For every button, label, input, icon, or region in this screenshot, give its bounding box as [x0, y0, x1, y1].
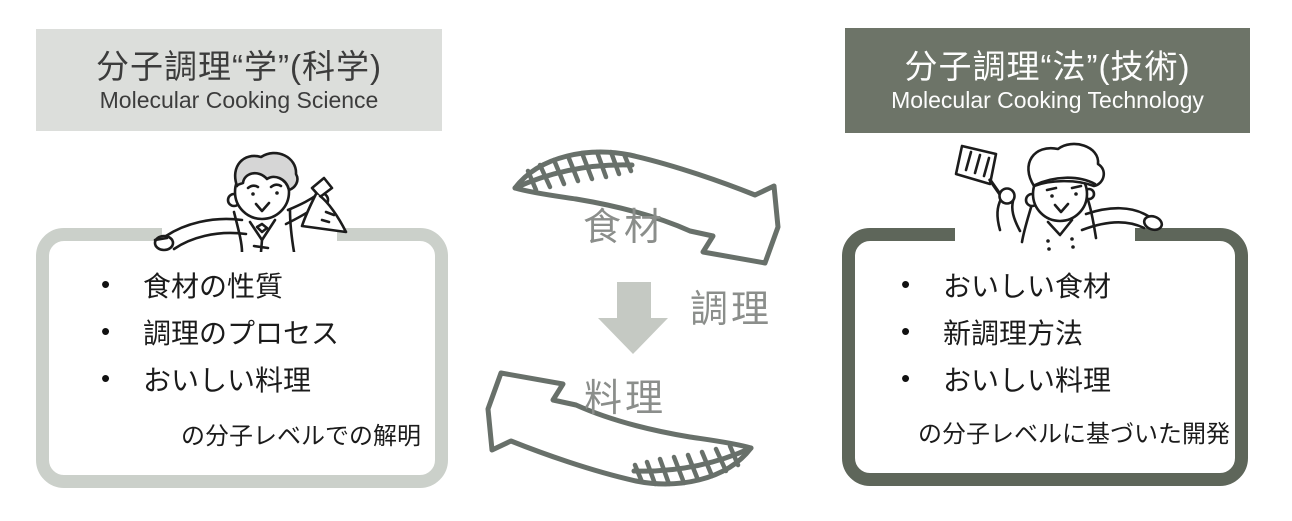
cycle-arrows	[485, 149, 781, 487]
list-item: • おいしい食材	[855, 261, 1235, 308]
bullet-marker: •	[101, 269, 111, 299]
bullet-marker: •	[901, 363, 911, 393]
bullet-marker: •	[101, 316, 111, 346]
bullet-marker: •	[901, 269, 911, 299]
list-item-label: 新調理方法	[943, 317, 1084, 349]
right-header-title-jp: 分子調理“法”(技術)	[904, 48, 1191, 86]
right-header-title-en: Molecular Cooking Technology	[891, 87, 1204, 114]
bottom-curved-arrow-icon	[485, 370, 754, 487]
cycle-label-ingredients: 食材	[583, 207, 666, 249]
right-box-caption: の分子レベルに基づいた開発	[918, 421, 1230, 448]
right-bullet-list: • おいしい食材 • 新調理方法 • おいしい料理	[855, 261, 1235, 402]
right-content-box: • おいしい食材 • 新調理方法 • おいしい料理 の分子レベルに基づいた開発	[842, 228, 1248, 486]
list-item-label: おいしい料理	[143, 364, 312, 396]
left-bullet-list: • 食材の性質 • 調理のプロセス • おいしい料理	[49, 261, 435, 402]
right-header: 分子調理“法”(技術) Molecular Cooking Technology	[845, 28, 1250, 133]
list-item: • おいしい料理	[49, 355, 435, 402]
left-box-caption: の分子レベルでの解明	[181, 423, 421, 450]
left-header-title-jp: 分子調理“学”(科学)	[96, 47, 382, 85]
left-header-title-en: Molecular Cooking Science	[99, 86, 379, 113]
chef-with-spatula-icon	[954, 142, 1164, 251]
list-item-label: おいしい食材	[943, 270, 1112, 302]
list-item: • 新調理方法	[855, 308, 1235, 355]
cycle-label-dish: 料理	[584, 378, 667, 420]
bullet-marker: •	[101, 363, 111, 393]
list-item: • 食材の性質	[49, 261, 435, 308]
list-item-label: 食材の性質	[143, 270, 284, 302]
bullet-marker: •	[901, 316, 911, 346]
left-content-box: • 食材の性質 • 調理のプロセス • おいしい料理 の分子レベルでの解明	[36, 228, 448, 488]
top-curved-arrow-icon	[512, 149, 781, 266]
list-item: • 調理のプロセス	[49, 308, 435, 355]
cycle-label-cooking: 調理	[690, 289, 773, 331]
left-header: 分子調理“学”(科学) Molecular Cooking Science	[36, 29, 442, 131]
list-item-label: おいしい料理	[943, 364, 1112, 396]
list-item-label: 調理のプロセス	[143, 317, 340, 349]
scientist-with-flask-icon	[153, 151, 348, 252]
down-arrow-icon	[598, 282, 668, 354]
list-item: • おいしい料理	[855, 355, 1235, 402]
